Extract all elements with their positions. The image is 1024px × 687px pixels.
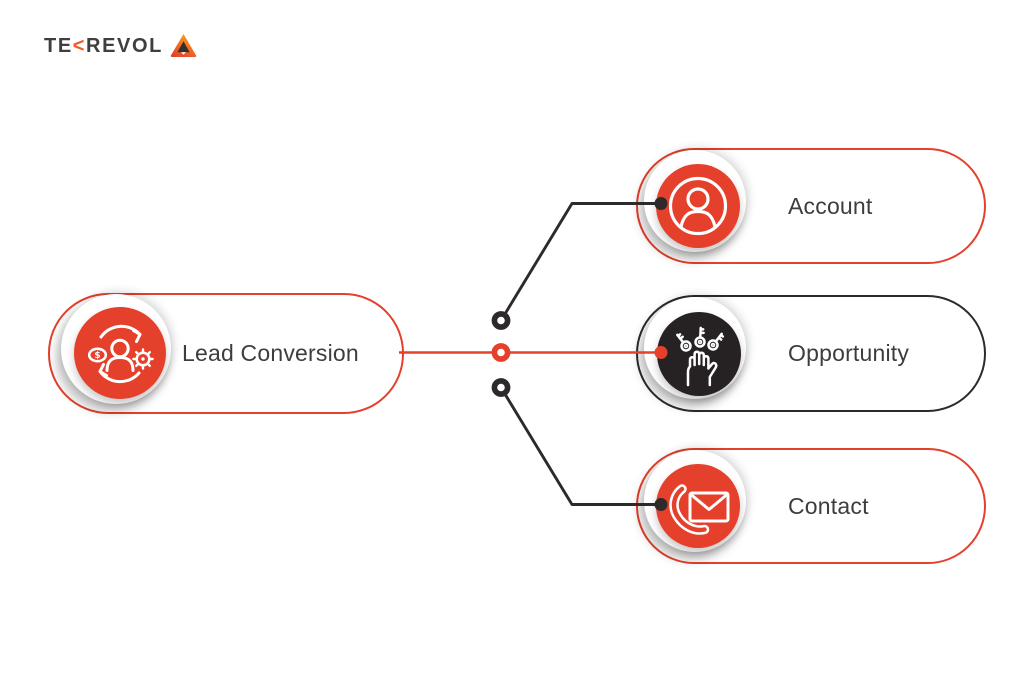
account-label: Account [788,192,873,219]
branch-node-contact [491,378,511,397]
coin-dollar-glyph: $ [94,351,100,361]
tekrevol-triangle-icon [170,34,197,57]
tekrevol-logo: TE<REVOL [44,33,197,58]
logo-k-chevron: < [72,34,87,57]
phone-envelope-contact-icon [669,484,730,535]
user-account-icon [668,176,728,236]
lead-conversion-label: Lead Conversion [182,340,359,366]
icon-circle [657,311,741,396]
logo-text-suffix: REVOL [86,34,163,57]
icon-circle: $ [74,307,166,399]
contact-label: Contact [788,492,869,519]
branch-node-account [491,311,511,330]
connector-line-contact [499,386,661,506]
account-card: Account [636,148,986,264]
icon-circle [656,464,740,548]
lead-conversion-card: $ Lead Conversion [48,293,404,414]
icon-circle [656,164,740,248]
contact-card: Contact [636,448,986,564]
logo-wordmark: TE<REVOL [44,36,163,56]
opportunity-label: Opportunity [788,340,910,366]
logo-text-prefix: TE [44,34,73,57]
lead-conversion-cycle-icon: $ [87,324,154,384]
branch-node-opportunity [491,343,511,362]
keys-in-hand-opportunity-icon [676,326,725,386]
opportunity-card: Opportunity [636,295,986,412]
